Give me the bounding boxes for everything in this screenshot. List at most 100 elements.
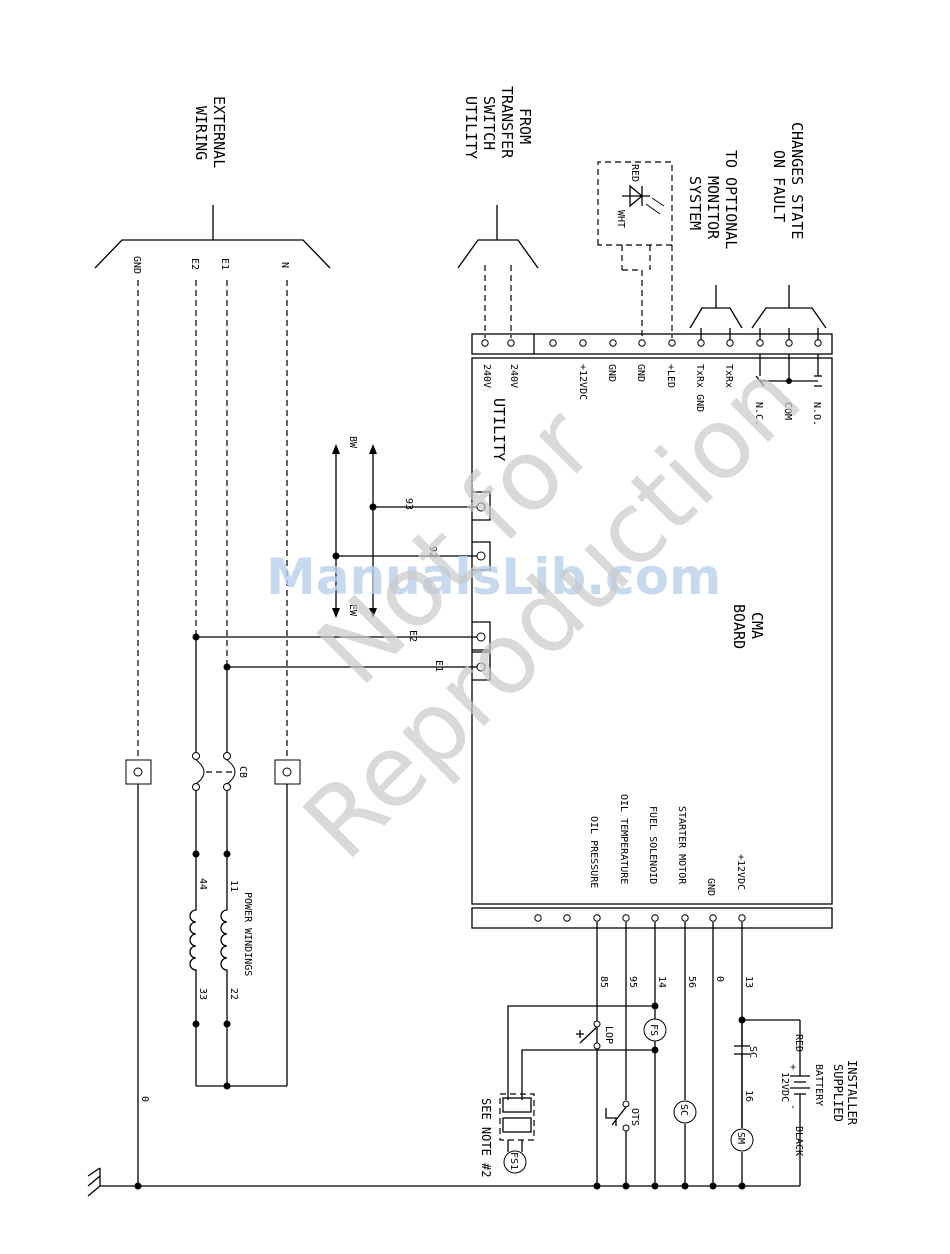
battery-red-label: RED [793,1034,804,1052]
fs-feed-wire [507,1005,655,1100]
terminal-screw-n [282,767,292,777]
terminal-screw-gnd [133,767,143,777]
sc-coil [673,1100,697,1124]
wire-num-11: 11 [228,880,239,892]
bottom-terminal-strip [471,907,833,929]
wire-num-85: 85 [598,976,609,988]
lop-label: LOP [603,1026,614,1044]
installer-heading: INSTALLER SUPPLIED [831,1060,859,1126]
battery-plus: + [787,1064,798,1070]
ew-label: EW [347,604,358,617]
fs1-solenoid [499,1093,535,1174]
external-solid-wires [137,636,288,1186]
bottom-term-oil-pressure: OIL PRESSURE [588,816,599,888]
transfer-bracket [457,205,539,338]
circuit-breaker [192,752,236,791]
engine-wires [596,922,743,1186]
wire-label-e2: E2 [189,258,200,270]
from-transfer-heading: FROM TRANSFER SWITCH UTILITY [462,86,534,159]
bw-ew-wiring [332,444,477,618]
changes-state-bracket [751,285,827,329]
battery-black-label: BLACK [793,1126,804,1156]
heading-from-line2: TRANSFER [498,86,516,159]
monitor-bracket [689,285,743,329]
heading-monitor-line3: SYSTEM [686,176,704,230]
heading-monitor-line1: TO OPTIONAL [722,150,740,249]
top-terminal-strip [471,333,833,355]
ground-bus [87,1167,800,1197]
heading-installer-line1: INSTALLER [845,1060,859,1126]
bottom-term-gnd: GND [705,878,716,896]
top-term-com: COM [782,402,793,420]
board-title-line1: CMA [748,612,766,639]
external-bracket [94,205,331,269]
wire-label-n: N [279,262,290,268]
top-term-12vdc: +12VDC [577,364,588,400]
external-wiring-heading: EXTERNAL WIRING [192,96,228,168]
bottom-term-12vdc: +12VDC [735,854,746,890]
see-note-label: SEE NOTE #2 [479,1098,493,1177]
side-term-93: 93 [403,498,414,510]
heading-from-line3: SWITCH [480,96,498,150]
bw-label: BW [347,436,358,449]
top-term-led: +LED [665,364,676,388]
wire-num-22: 22 [228,988,239,1000]
bottom-term-starter: STARTER MOTOR [676,806,687,885]
relay-contacts [755,354,822,387]
side-term-e1: E1 [433,660,444,672]
sm-label: SM [735,1132,746,1144]
wire-num-13: 13 [743,976,754,988]
top-term-nc: N.C. [753,402,764,426]
external-dashed-wires [137,280,288,760]
wire-num-95: 95 [627,976,638,988]
cma-board-outline [471,357,833,905]
sm-motor [730,1128,754,1152]
lop-switch [576,1020,601,1050]
top-term-txrx: TxRx [723,364,734,388]
battery-minus: - [787,1104,798,1110]
power-winding-coils [189,900,228,1000]
battery-voltage: 12VDC [779,1072,790,1102]
battery-label: BATTERY [813,1064,824,1106]
fs-label: FS [648,1024,659,1036]
sc-coil-label: SC [678,1104,689,1116]
wire-label-e1: E1 [219,258,230,270]
board-title-line2: BOARD [730,604,748,649]
led-indicator [597,161,673,338]
heading-external-line2: WIRING [192,106,210,160]
bottom-terminal-screws [534,914,746,922]
wire-num-44: 44 [197,878,208,890]
side-term-e2: E2 [407,630,418,642]
wire-num-56: 56 [686,976,697,988]
ots-switch [605,1100,630,1132]
led-wht-label: WHT [615,210,626,228]
wire-label-gnd: GND [131,256,142,274]
top-term-no: N.O. [811,402,822,426]
cb-label: CB [237,766,248,778]
fs-coil [643,1018,667,1042]
sc-contact-label: SC [747,1046,758,1058]
top-term-txrx-gnd: TxRx GND [694,364,705,412]
top-term-240v-a: 240V [481,364,492,388]
side-term-92: 92 [427,546,438,558]
wire-num-33: 33 [197,988,208,1000]
ots-label: OTS [629,1108,640,1126]
heading-changes-line1: CHANGES STATE [788,122,806,239]
side-terminal-blocks [472,491,491,681]
heading-from-line1: FROM [516,108,534,144]
battery-circuit [734,1019,810,1186]
heading-from-line4: UTILITY [462,96,480,159]
heading-installer-line2: SUPPLIED [831,1064,845,1122]
changes-state-heading: CHANGES STATE ON FAULT [770,122,806,239]
bottom-term-fuel: FUEL SOLENOID [647,806,658,884]
to-monitor-heading: TO OPTIONAL MONITOR SYSTEM [686,150,740,249]
wire-num-main-0: 0 [139,1096,150,1102]
wire-num-14: 14 [656,976,667,988]
power-windings-label: POWER WINDINGS [242,892,253,976]
bottom-term-oil-temp: OIL TEMPERATURE [618,794,629,884]
heading-monitor-line2: MONITOR [704,176,722,240]
top-term-gnd-b: GND [635,364,646,382]
heading-changes-line2: ON FAULT [770,150,788,222]
top-term-240v-b: 240V [508,364,519,388]
